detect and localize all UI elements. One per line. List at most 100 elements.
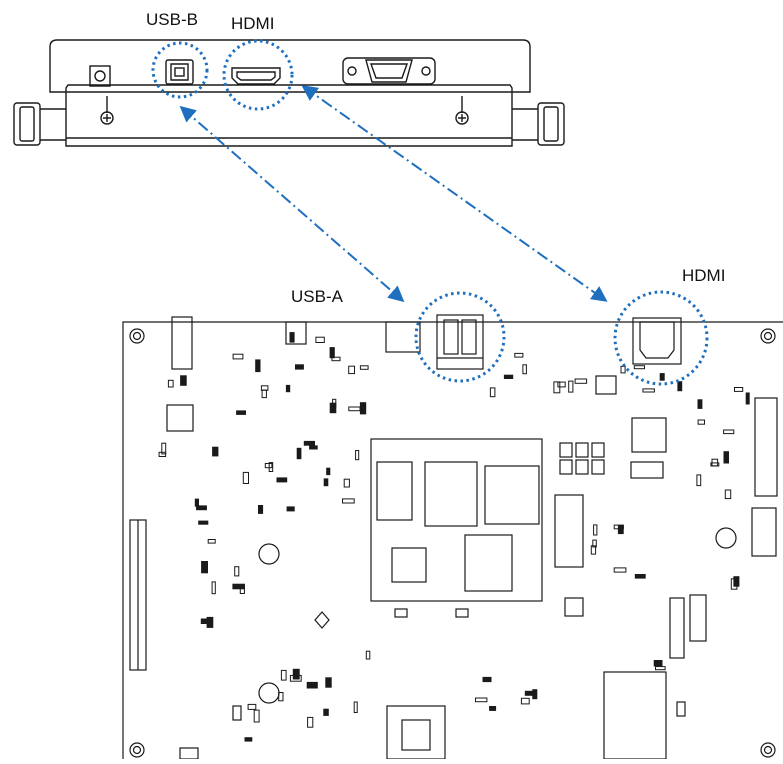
usb-a-label: USB-A xyxy=(291,287,343,306)
smd-passive xyxy=(520,697,530,705)
emmc-chip xyxy=(391,547,427,583)
sd-card-slot xyxy=(386,705,446,760)
smd-passive xyxy=(724,489,732,500)
smd-passive xyxy=(331,356,341,362)
smd-passive xyxy=(590,545,597,555)
smd-passive xyxy=(557,381,566,388)
smd-passive xyxy=(532,689,538,700)
smd-passive xyxy=(280,669,287,681)
mounting-hole-tl xyxy=(129,328,145,344)
hdmi-top-label: HDMI xyxy=(231,14,275,33)
smd-passive xyxy=(303,440,315,446)
smd-passive xyxy=(697,419,705,425)
smd-passive xyxy=(482,676,492,683)
sd-card-slot-inner xyxy=(401,719,431,751)
right-foot-inner xyxy=(543,106,559,142)
circuit-board xyxy=(122,314,783,760)
dc-jack xyxy=(89,65,111,87)
smd-passive xyxy=(677,381,683,392)
hdmi-board-port xyxy=(632,317,682,365)
diamond-fiducial xyxy=(314,611,330,629)
smd-passive xyxy=(723,429,735,435)
smd-4 xyxy=(676,701,686,717)
smd-6 xyxy=(559,442,573,458)
smd-2 xyxy=(455,608,469,618)
smd-passive xyxy=(323,708,329,716)
right-foot xyxy=(537,102,565,146)
smd-passive xyxy=(730,578,738,590)
smd-passive xyxy=(261,389,267,399)
smd-passive xyxy=(355,450,360,461)
smd-passive xyxy=(289,332,295,343)
mounting-bracket xyxy=(65,84,513,147)
smd-9 xyxy=(559,459,573,475)
smd-passive xyxy=(326,467,331,476)
smd-passive xyxy=(593,524,598,536)
smd-passive xyxy=(232,353,244,360)
som-module xyxy=(370,438,543,602)
screw-right xyxy=(455,96,469,125)
smd-passive xyxy=(167,379,174,388)
usb-b-highlight xyxy=(151,41,209,99)
smd-passive xyxy=(655,666,666,671)
passive-components xyxy=(158,332,750,742)
smd-passive xyxy=(613,524,624,530)
smd-passive xyxy=(353,701,358,713)
smd-passive xyxy=(239,584,245,595)
left-foot-inner xyxy=(19,106,35,142)
board-ic-tall xyxy=(554,494,584,568)
smd-passive xyxy=(323,478,329,487)
smd-passive xyxy=(617,525,624,535)
smd-10 xyxy=(575,459,589,475)
hdmi-top-port xyxy=(231,67,281,85)
smd-passive xyxy=(196,505,207,511)
smd-passive xyxy=(158,451,167,457)
smd-1 xyxy=(394,608,408,618)
smd-passive xyxy=(574,378,588,384)
board-outline xyxy=(122,321,783,759)
edge-connector xyxy=(754,397,778,497)
smd-5 xyxy=(179,747,199,760)
smd-passive xyxy=(234,566,240,577)
gpio-header xyxy=(129,519,147,671)
usb-a-shell xyxy=(385,321,421,353)
smd-passive xyxy=(306,681,318,689)
regulator-ic xyxy=(595,375,617,395)
smd-passive xyxy=(212,446,219,457)
usb-b-port xyxy=(165,59,194,85)
smd-passive xyxy=(236,410,247,415)
smd-passive xyxy=(348,365,356,375)
processor-chip xyxy=(424,461,478,527)
smd-passive xyxy=(264,463,273,469)
smd-passive xyxy=(613,567,627,573)
smd-passive xyxy=(592,539,597,548)
mounting-hole-bl xyxy=(129,742,145,758)
smd-passive xyxy=(514,352,524,358)
smd-passive xyxy=(568,380,574,393)
smd-passive xyxy=(286,506,295,512)
smd-passive xyxy=(211,581,216,595)
smd-passive xyxy=(359,402,367,415)
smd-passive xyxy=(745,392,750,405)
smd-passive xyxy=(332,398,337,408)
button-switch xyxy=(285,321,307,345)
ram-chip-1 xyxy=(376,461,413,521)
smd-passive xyxy=(296,447,302,460)
wifi-module xyxy=(603,671,667,760)
smd-passive xyxy=(734,387,744,392)
smd-passive xyxy=(489,387,496,398)
screw-left xyxy=(100,96,114,125)
smd-passive xyxy=(634,574,646,579)
smd-passive xyxy=(359,365,369,370)
right-foot-arm xyxy=(512,108,538,141)
crystal xyxy=(630,461,664,479)
smd-passive xyxy=(343,478,350,488)
left-foot-arm xyxy=(40,108,66,141)
mounting-hole-br xyxy=(760,742,776,758)
smd-passive xyxy=(348,406,361,412)
capacitor-round-3 xyxy=(715,527,737,549)
smd-passive xyxy=(620,365,626,374)
smd-passive xyxy=(180,375,187,386)
smd-7 xyxy=(575,442,589,458)
